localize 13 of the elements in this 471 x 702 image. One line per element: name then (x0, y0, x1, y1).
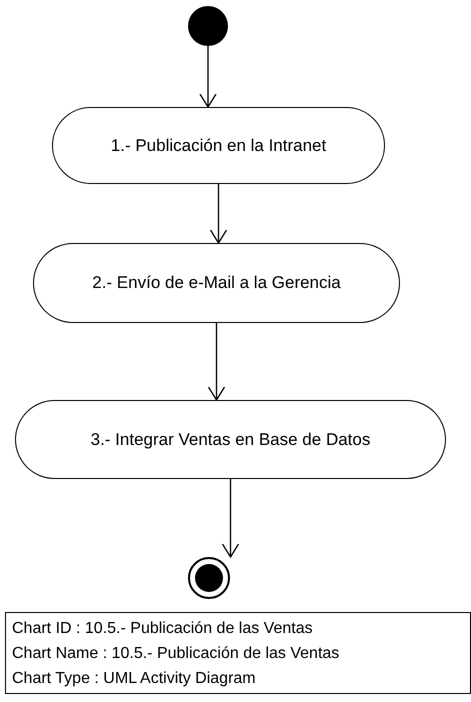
activity-label: 3.- Integrar Ventas en Base de Datos (90, 428, 370, 451)
flow-arrow (210, 184, 228, 244)
initial-node (188, 6, 228, 46)
final-node (188, 557, 230, 599)
info-line: Chart Name : 10.5.- Publicación de las Ventas (12, 644, 340, 664)
activity-label: 2.- Envío de e-Mail a la Gerencia (92, 272, 341, 294)
info-box (5, 612, 471, 694)
activity-label: 1.- Publicación en la Intranet (110, 134, 326, 157)
info-line: Chart ID : 10.5.- Publicación de las Ventas (12, 619, 314, 639)
info-line: Chart Type : UML Activity Diagram (12, 669, 257, 689)
flow-arrow (222, 479, 240, 558)
flow-arrow (199, 46, 217, 108)
flow-arrow (208, 323, 226, 401)
